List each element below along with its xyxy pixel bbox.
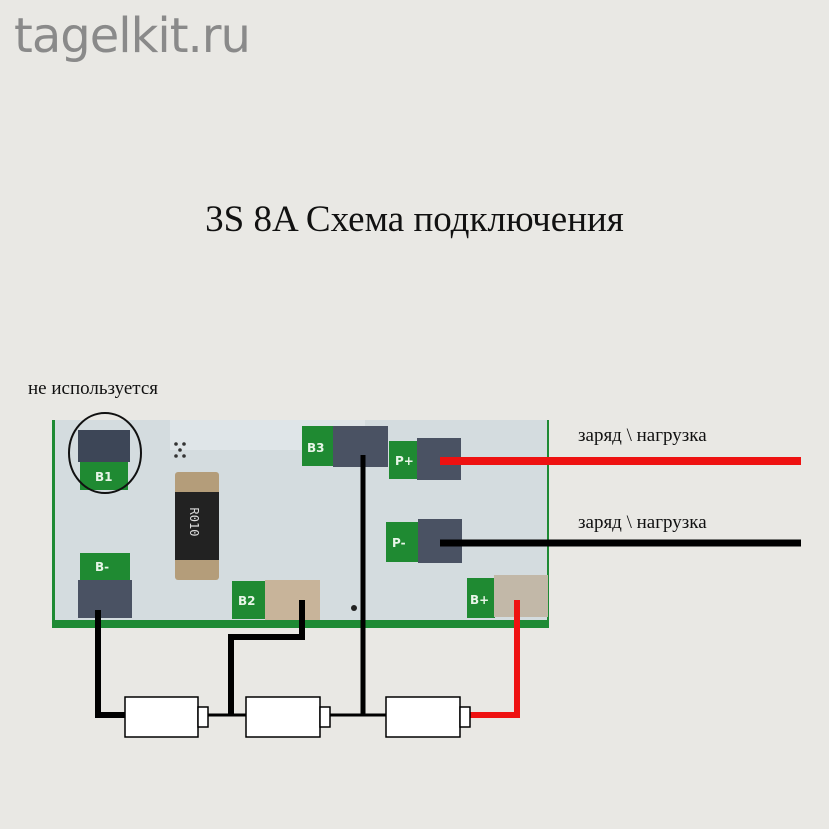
shunt-resistor-body xyxy=(175,492,219,560)
pad-p-minus-label: P- xyxy=(392,536,406,550)
unused-note: не используется xyxy=(28,378,159,399)
wire-b-plus xyxy=(469,600,520,718)
diagram-title: 3S 8A Схема подключения xyxy=(205,199,624,240)
wire-b2 xyxy=(228,600,305,715)
pad-b-plus-label: B+ xyxy=(470,593,489,607)
battery-cell-3 xyxy=(385,696,471,738)
pad-b1-label: B1 xyxy=(95,470,113,484)
wires xyxy=(95,455,801,718)
via-dots xyxy=(174,442,186,458)
watermark: tagelkit.ru xyxy=(14,8,251,64)
pad-b-plus xyxy=(494,575,548,617)
pad-b3-label: B3 xyxy=(307,441,325,455)
wire-b-minus xyxy=(95,610,126,718)
battery-cell-2 xyxy=(245,696,331,738)
pad-p-plus-label: P+ xyxy=(395,454,414,468)
pad-b2-label: B2 xyxy=(238,594,256,608)
resistor-marking: R010 xyxy=(187,508,201,537)
pad-b2 xyxy=(265,580,320,620)
via-dot xyxy=(351,605,357,611)
pad-b-minus-label-area xyxy=(80,553,130,581)
pad-p-minus-label-area xyxy=(386,522,419,562)
load-label-negative: заряд \ нагрузка xyxy=(578,512,707,533)
load-label-positive: заряд \ нагрузка xyxy=(578,425,707,446)
pad-b-minus-label: B- xyxy=(95,560,109,574)
pad-b1-label-area xyxy=(80,462,128,490)
battery-cell-1 xyxy=(124,696,209,738)
pad-b1 xyxy=(78,430,130,462)
pad-b3-label-area xyxy=(302,426,334,466)
pad-b2-label-area xyxy=(232,581,266,619)
pad-p-plus-label-area xyxy=(389,441,419,479)
unused-circle xyxy=(68,412,142,494)
pad-b-minus xyxy=(78,580,132,618)
pad-b-plus-label-area xyxy=(467,578,495,618)
